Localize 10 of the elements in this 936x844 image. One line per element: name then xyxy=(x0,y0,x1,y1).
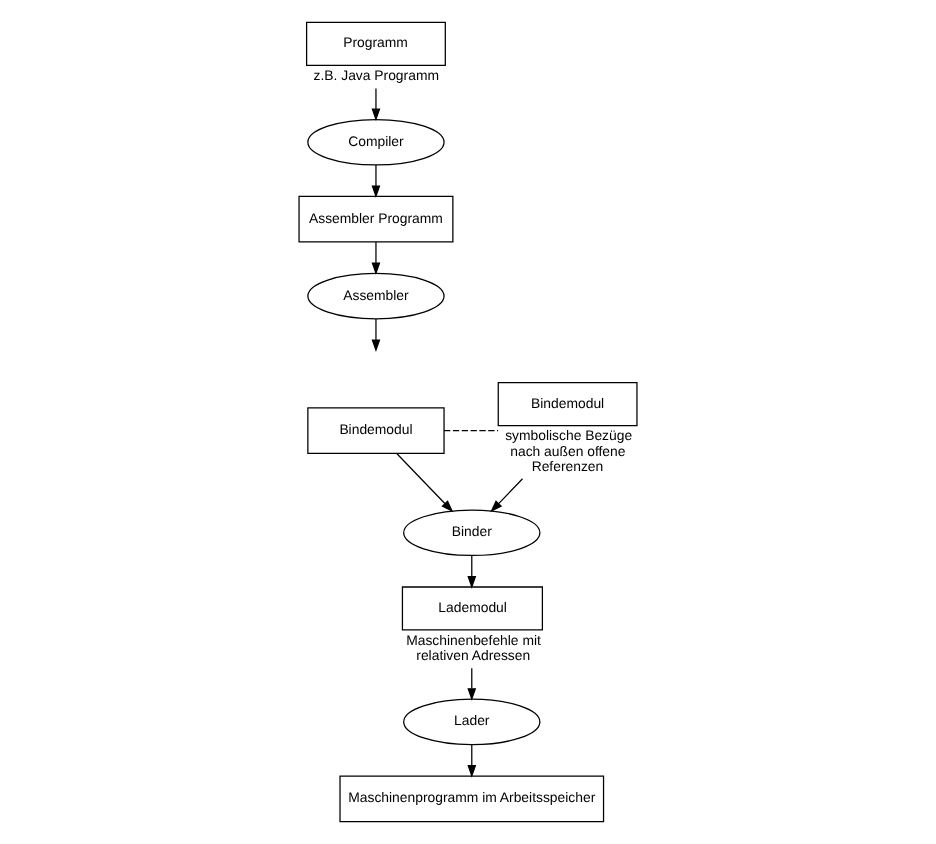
arrow xyxy=(490,478,524,513)
arrow xyxy=(371,241,381,275)
arrow xyxy=(371,318,381,353)
arrow xyxy=(467,744,477,778)
arrow xyxy=(396,452,454,513)
arrow xyxy=(467,555,477,589)
arrow xyxy=(371,87,381,122)
arrow xyxy=(371,164,381,199)
connector xyxy=(443,430,499,432)
arrow xyxy=(467,667,477,701)
